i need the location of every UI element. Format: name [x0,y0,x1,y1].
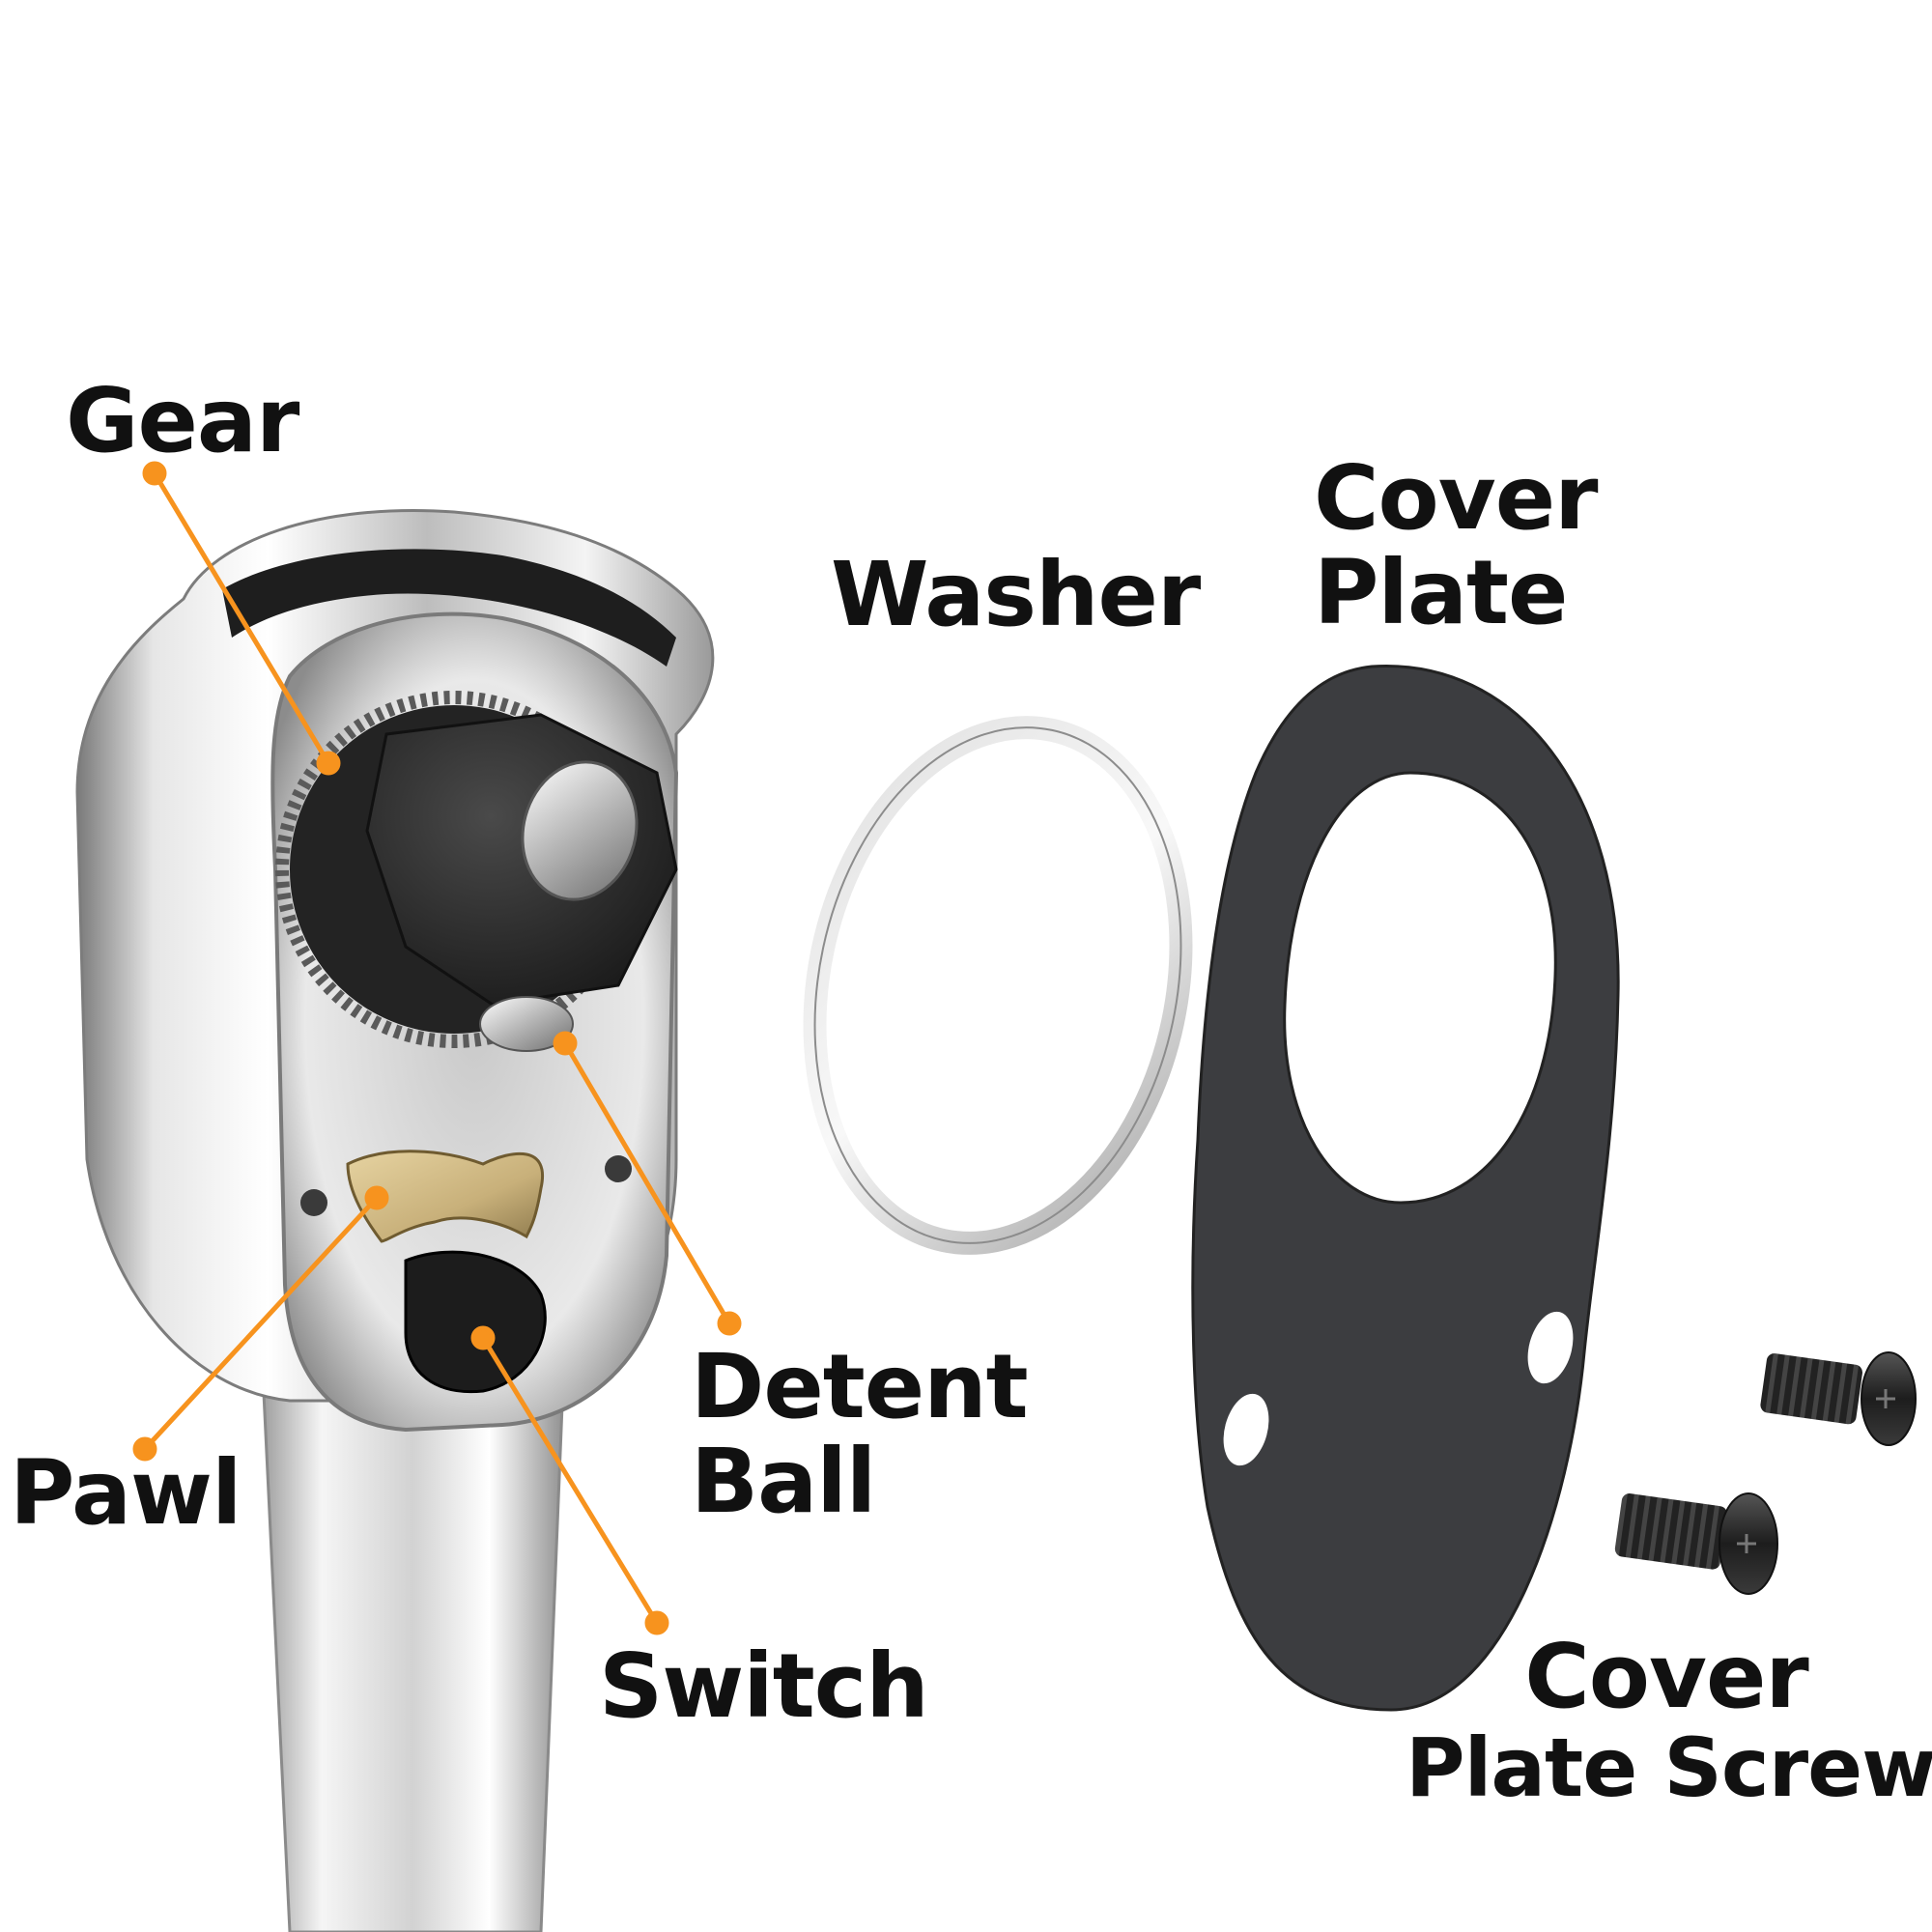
label-cover-plate-screws-line1: Cover [1406,1633,1927,1721]
label-detent-ball: Detent Ball [691,1343,1028,1526]
flat-head-screw-icon-2 [1614,1492,1777,1594]
label-switch: Switch [599,1642,928,1731]
label-detent-ball-line1: Detent [691,1343,1028,1432]
label-cover-plate-line2: Plate [1314,549,1565,638]
label-gear: Gear [66,377,298,466]
cover-plate-icon [1193,666,1618,1710]
label-cover-plate-screws-line2: Plate Screws [1406,1727,1927,1808]
label-washer: Washer [831,551,1200,639]
ring-washer-icon [769,693,1227,1277]
flat-head-screw-icon [1759,1352,1916,1445]
switch-part [406,1252,545,1391]
label-cover-plate: Cover Plate [1314,454,1565,638]
label-cover-plate-line1: Cover [1314,454,1565,543]
label-cover-plate-screws: Cover Plate Screws [1406,1633,1927,1808]
label-detent-ball-line2: Ball [691,1437,1028,1526]
label-pawl: Pawl [10,1449,242,1538]
